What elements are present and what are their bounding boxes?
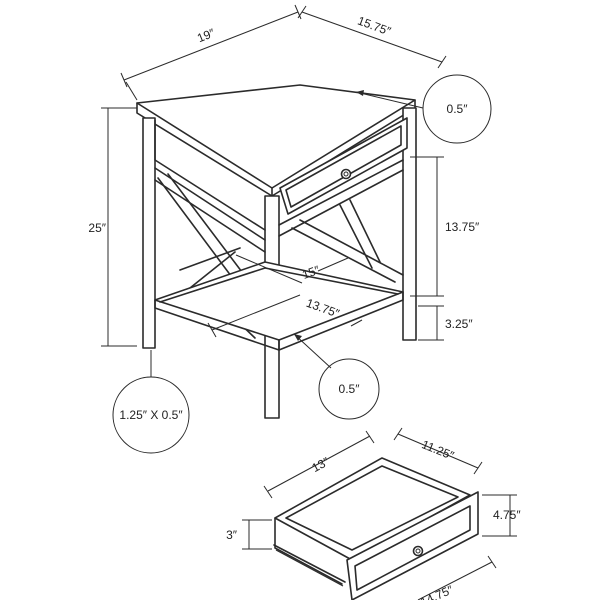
callout-circle-leg-profile [112,376,190,454]
leg-front-right [402,107,417,341]
label-top-depth: 15.75″ [356,14,394,39]
table-dimension-lines [101,4,492,454]
label-top-width: 19″ [195,25,217,45]
end-table-drawing [136,84,417,419]
front-x-brace [278,159,404,283]
drawer-drawing [273,457,479,600]
label-top-thickness: 0.5″ [447,102,469,116]
drawer-box-knob [412,545,424,557]
label-shelf-thickness: 0.5″ [339,382,361,396]
drawer-box [274,457,471,561]
label-leg-profile: 1.25″ X 0.5″ [119,408,183,422]
callout-circle-shelf-thickness [318,358,380,420]
lower-shelf [154,261,404,351]
label-drawer-front-height: 4.75″ [493,508,521,522]
label-inner-width: 15″ [300,263,322,282]
leg-back-left [142,117,156,349]
drawer-knob [340,168,352,180]
label-drawer-width: 11.25″ [420,437,457,463]
label-height: 25″ [88,221,106,235]
label-drawer-height: 3″ [226,528,238,542]
table-dimension-labels: 19″ 15.75″ 0.5″ 25″ 15″ 13.75″ 13.75″ 3.… [88,14,480,422]
callout-circle-top-thickness [422,74,492,144]
drawer-dimension-lines [242,427,517,600]
label-drawer-depth: 13″ [309,454,332,475]
drawer-front-closed [279,117,408,215]
label-drawer-front-width: 14.75″ [418,582,456,600]
label-bottom-gap: 3.25″ [445,317,473,331]
label-side-opening: 13.75″ [445,220,480,234]
